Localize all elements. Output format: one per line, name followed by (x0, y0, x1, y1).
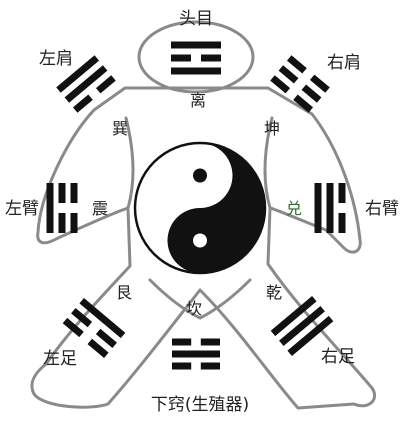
trigram-line-broken (62, 317, 84, 338)
trigram-qian-icon (270, 296, 334, 356)
trigram-dui-icon (314, 183, 346, 233)
trigram-line-solid (287, 315, 334, 356)
label-left-arm: 左臂 (5, 199, 39, 219)
trigram-name-qian: 乾 (266, 283, 282, 302)
trigram-line-solid (279, 305, 325, 347)
trigram-line-broken (58, 213, 66, 233)
trigram-zhen-icon (46, 183, 78, 233)
trigram-kan-icon (172, 338, 220, 370)
trigram-line-solid (172, 350, 220, 358)
trigram-line-broken (70, 183, 78, 203)
trigram-line-broken (338, 183, 346, 203)
trigram-line-solid (79, 298, 126, 339)
trigram-kun-icon (270, 55, 330, 113)
label-right-foot: 右足 (321, 347, 355, 367)
trigram-line-broken (338, 213, 346, 233)
trigram-name-gen: 艮 (116, 283, 132, 302)
trigram-line-broken (172, 338, 192, 346)
trigram-line-solid (56, 55, 100, 93)
trigram-name-dui: 兑 (286, 199, 302, 218)
trigram-line-broken (171, 54, 191, 62)
trigram-line-broken (301, 84, 322, 103)
trigram-line-solid (171, 67, 221, 75)
trigram-line-broken (58, 183, 66, 203)
trigram-xun-icon (56, 55, 116, 113)
trigram-line-solid (270, 296, 317, 337)
trigram-line-broken (270, 75, 291, 94)
label-right-shoulder: 右肩 (327, 53, 361, 73)
trigram-line-broken (72, 94, 93, 113)
trigram-name-li: 离 (190, 91, 206, 110)
trigram-line-broken (71, 307, 93, 328)
label-lower-orifice: 下窍(生殖器) (151, 395, 249, 415)
torso-inner-right (263, 116, 274, 210)
label-head: 头目 (179, 9, 213, 29)
label-left-shoulder: 左肩 (39, 49, 73, 69)
trigram-gen-icon (62, 298, 126, 358)
torso-inner-left (124, 116, 135, 210)
trigram-line-broken (201, 54, 221, 62)
trigram-name-kun: 坤 (264, 119, 280, 138)
label-left-foot: 左足 (43, 349, 77, 369)
trigram-line-solid (171, 41, 221, 49)
trigram-line-broken (70, 213, 78, 233)
label-right-arm: 右臂 (365, 199, 399, 219)
trigram-line-broken (87, 338, 109, 358)
trigram-li-icon (171, 41, 221, 75)
trigram-line-solid (64, 65, 108, 103)
trigram-line-solid (326, 183, 334, 233)
trigram-line-broken (95, 75, 116, 94)
trigram-line-broken (200, 362, 220, 370)
trigram-name-zhen: 震 (92, 199, 108, 218)
trigram-line-solid (46, 183, 54, 233)
trigram-line-broken (286, 55, 307, 74)
trigram-name-xun: 巽 (112, 119, 128, 138)
trigram-line-broken (309, 74, 330, 93)
trigram-line-broken (278, 65, 299, 84)
trigram-line-broken (293, 94, 314, 113)
trigram-line-broken (95, 328, 117, 349)
trigram-layer (46, 41, 346, 370)
head-outline (137, 20, 255, 94)
trigram-line-broken (200, 338, 220, 346)
trigram-line-broken (172, 362, 192, 370)
trigram-line-solid (314, 183, 322, 233)
leg-inner (148, 278, 252, 320)
yin-yang-icon (133, 141, 267, 275)
trigram-name-kan: 坎 (186, 299, 202, 318)
